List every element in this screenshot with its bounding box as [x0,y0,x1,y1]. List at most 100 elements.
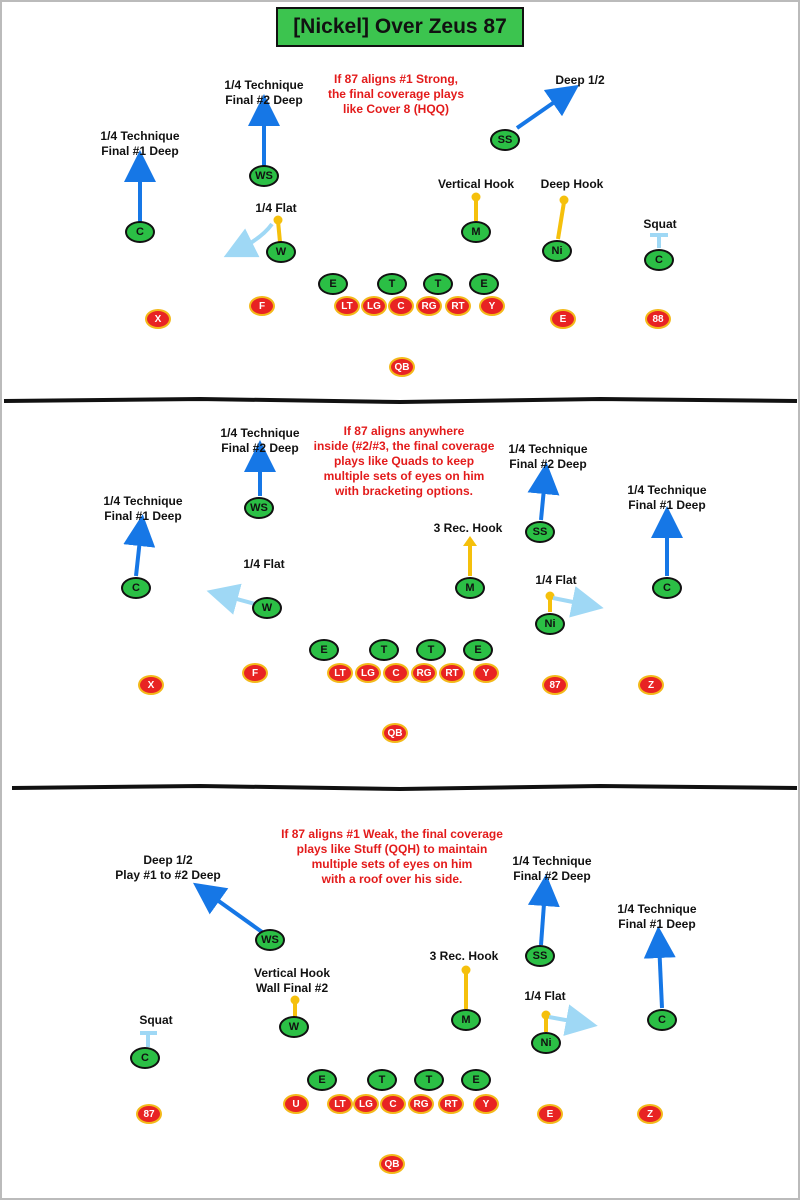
assignment-label: Deep Hook [540,177,604,191]
offense-rg: RG [411,663,437,683]
defender-e: E [469,273,499,295]
hook-route [556,201,566,240]
assignment-label: 1/4 Flat [243,557,285,571]
offense-lg: LG [355,663,381,683]
hook-route-end [273,215,283,225]
offense-rg: RG [416,296,442,316]
assignment-label: Vertical Hook [437,177,515,191]
defender-ss: SS [525,945,555,967]
flat-route-arrow [206,583,256,615]
flat-route-arrow [548,1004,598,1036]
hook-route-end [545,591,555,601]
deep-route-arrow [123,514,156,577]
offense-y: Y [479,296,505,316]
defender-c: C [121,577,151,599]
panel-divider [3,396,798,405]
defender-t: T [414,1069,444,1091]
offense-qb: QB [379,1154,405,1174]
offense-y: Y [473,663,499,683]
defender-ni: Ni [542,240,572,262]
assignment-label: 1/4 Technique Final #2 Deep [220,426,300,455]
defender-ss: SS [525,521,555,543]
offense-lg: LG [361,296,387,316]
assignment-label: 1/4 Flat [535,573,577,587]
offense-lg: LG [353,1094,379,1114]
deep-route-arrow [527,462,560,521]
offense-f: F [249,296,275,316]
defender-ss: SS [490,129,520,151]
offense-e: E [537,1104,563,1124]
offense-lt: LT [327,663,353,683]
coverage-note: If 87 aligns anywhere inside (#2/#3, the… [313,424,495,498]
offense-rt: RT [439,663,465,683]
defender-e: E [318,273,348,295]
assignment-label: Squat [139,1013,173,1027]
flat-route-arrow [223,222,274,258]
deep-route-arrow [515,84,580,130]
defender-c: C [130,1047,160,1069]
offense-x: X [138,675,164,695]
defender-ws: WS [244,497,274,519]
offense-f: F [242,663,268,683]
hook-route-end [541,1010,551,1020]
offense-rt: RT [445,296,471,316]
defender-c: C [652,577,682,599]
assignment-label: 3 Rec. Hook [429,949,499,963]
assignment-label: Vertical Hook Wall Final #2 [253,966,331,995]
offense-x: X [145,309,171,329]
defender-c: C [644,249,674,271]
offense-e: E [550,309,576,329]
defender-ws: WS [255,929,285,951]
assignment-label: 1/4 Technique Final #2 Deep [512,854,592,883]
assignment-label: 1/4 Technique Final #1 Deep [617,902,697,931]
page-title: [Nickel] Over Zeus 87 [276,7,524,47]
defender-ws: WS [249,165,279,187]
defender-ni: Ni [535,613,565,635]
hook-route [276,220,282,243]
defender-e: E [463,639,493,661]
deep-route-arrow [192,882,264,934]
defender-t: T [377,273,407,295]
offense-rt: RT [438,1094,464,1114]
panel-divider [11,783,798,792]
offense-c: C [383,663,409,683]
offense-87: 87 [136,1104,162,1124]
offense-87: 87 [542,675,568,695]
assignment-label: 1/4 Flat [255,201,297,215]
deep-route-arrow [643,926,676,1009]
flat-route-arrow [552,586,604,618]
assignment-label: Deep 1/2 Play #1 to #2 Deep [115,853,221,882]
assignment-label: 3 Rec. Hook [433,521,503,535]
offense-qb: QB [389,357,415,377]
defender-e: E [461,1069,491,1091]
offense-y: Y [473,1094,499,1114]
hook-arrowhead [463,536,477,546]
defender-t: T [416,639,446,661]
defender-m: M [461,221,491,243]
assignment-label: 1/4 Technique Final #1 Deep [103,494,183,523]
defender-w: W [266,241,296,263]
deep-route-arrow [527,874,560,946]
offense-lt: LT [327,1094,353,1114]
defender-t: T [367,1069,397,1091]
assignment-label: 1/4 Technique Final #2 Deep [508,442,588,471]
defender-t: T [369,639,399,661]
defender-t: T [423,273,453,295]
hook-route-end [471,192,481,202]
defender-e: E [307,1069,337,1091]
offense-88: 88 [645,309,671,329]
defender-m: M [451,1009,481,1031]
offense-rg: RG [408,1094,434,1114]
assignment-label: 1/4 Technique Final #2 Deep [224,78,304,107]
assignment-label: 1/4 Flat [524,989,566,1003]
assignment-label: 1/4 Technique Final #1 Deep [100,129,180,158]
offense-z: Z [637,1104,663,1124]
offense-qb: QB [382,723,408,743]
coverage-note: If 87 aligns #1 Strong, the final covera… [327,72,465,116]
coverage-note: If 87 aligns #1 Weak, the final coverage… [281,827,503,886]
defender-c: C [125,221,155,243]
hook-route-end [559,195,569,205]
hook-route-end [461,965,471,975]
defender-w: W [252,597,282,619]
